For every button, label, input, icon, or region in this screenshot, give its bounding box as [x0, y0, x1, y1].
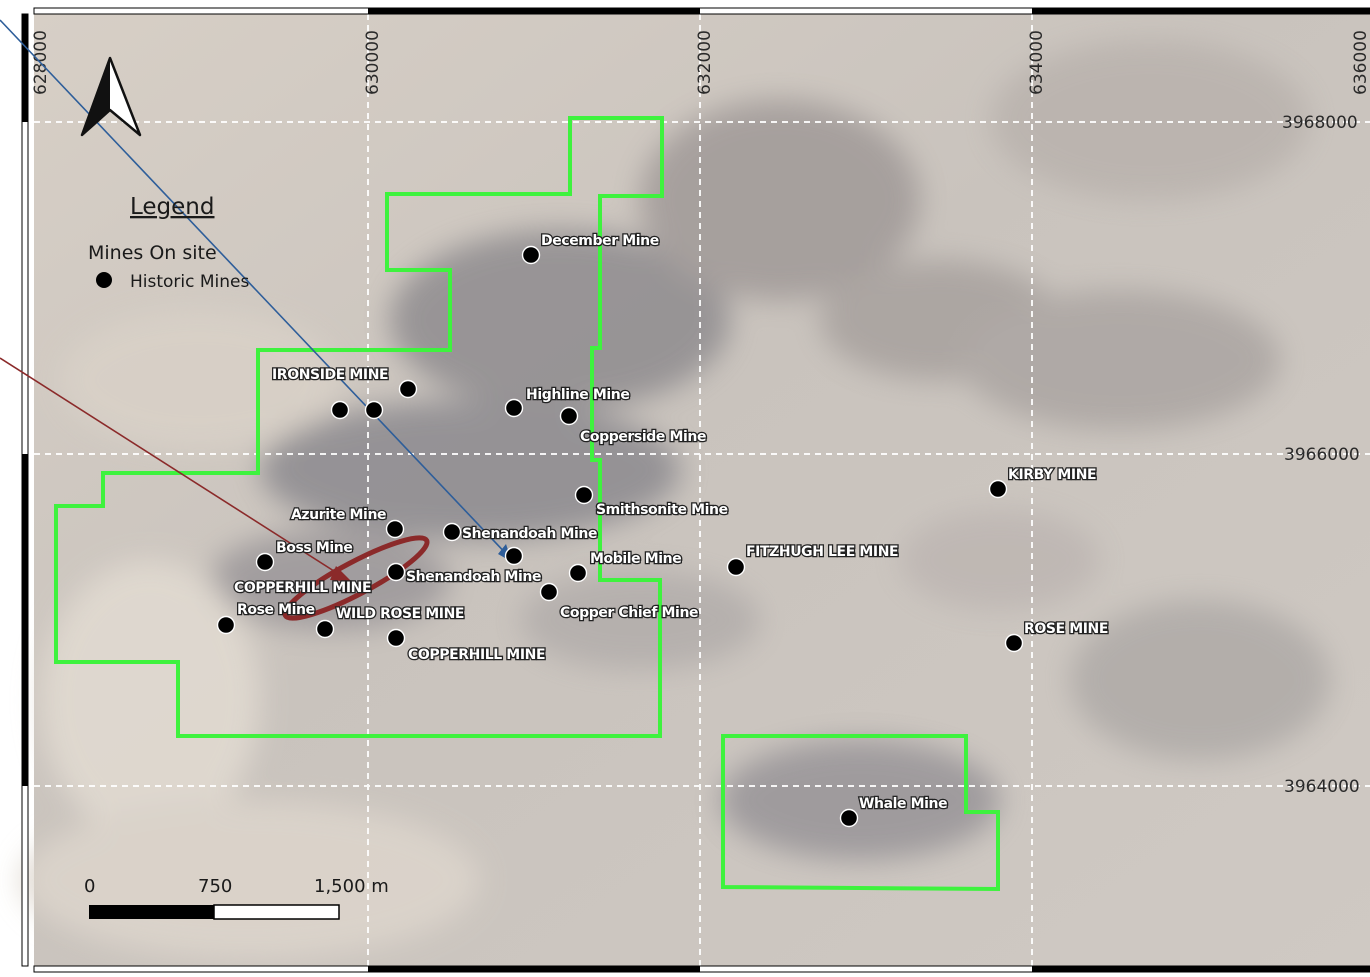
legend-mine-symbol	[96, 272, 112, 288]
mine-marker	[839, 808, 859, 828]
mine-marker	[559, 406, 579, 426]
mine-label: Highline Mine	[526, 387, 629, 403]
terrain-imagery	[20, 14, 1370, 966]
mine-label: COPPERHILL MINE	[408, 647, 545, 663]
scale-bar: 0 750 1,500 m	[84, 876, 389, 920]
map-frame	[21, 7, 1370, 973]
scale-label-end: 1,500 m	[314, 876, 389, 897]
mine-label: Rose Mine	[237, 602, 315, 618]
easting-label: 634000	[1027, 30, 1047, 95]
mine-label: Mobile Mine	[590, 551, 681, 567]
mine-marker	[255, 552, 275, 572]
north-arrow-icon	[80, 56, 142, 137]
legend: Legend Mines On site Historic Mines	[88, 194, 250, 292]
northing-labels: 3968000 3966000 3964000	[1282, 113, 1360, 797]
red-arrowhead	[330, 566, 352, 582]
legend-item-label: Historic Mines	[130, 272, 250, 292]
easting-label: 632000	[695, 30, 715, 95]
claim-boundary-main	[54, 116, 664, 738]
mine-marker	[539, 582, 559, 602]
scale-label-mid: 750	[198, 876, 232, 897]
mine-label: KIRBY MINE	[1008, 467, 1096, 483]
mine-label: Whale Mine	[859, 796, 947, 812]
mine-label: COPPERHILL MINE	[234, 580, 371, 596]
easting-label: 636000	[1351, 30, 1370, 95]
mine-label: Azurite Mine	[291, 507, 386, 523]
mine-marker	[385, 519, 405, 539]
legend-group-label: Mines On site	[88, 242, 217, 264]
legend-title: Legend	[130, 194, 215, 220]
mine-marker	[568, 563, 588, 583]
mine-marker	[364, 400, 384, 420]
northing-label: 3966000	[1284, 445, 1360, 465]
mine-marker	[988, 479, 1008, 499]
blue-leader-line	[0, 19, 513, 561]
mine-marker	[330, 400, 350, 420]
mine-label: WILD ROSE MINE	[336, 606, 464, 622]
mine-label: FITZHUGH LEE MINE	[746, 544, 898, 560]
mine-marker	[726, 557, 746, 577]
mine-label: Boss Mine	[276, 540, 352, 556]
mine-marker	[521, 245, 541, 265]
mine-marker	[216, 615, 236, 635]
claim-boundaries	[54, 116, 1000, 892]
mine-label: Shenandoah Mine	[406, 569, 541, 585]
claim-boundary-whale	[721, 734, 1000, 892]
mine-marker	[442, 522, 462, 542]
mine-label: ROSE MINE	[1024, 621, 1108, 637]
easting-labels: 628000 630000 632000 634000 636000	[31, 30, 1370, 95]
scale-label-zero: 0	[84, 876, 95, 897]
mine-marker	[504, 546, 524, 566]
mine-marker	[315, 619, 335, 639]
mine-marker	[398, 379, 418, 399]
mine-label: December Mine	[541, 233, 659, 249]
mine-marker	[386, 562, 406, 582]
highlight-ellipse	[282, 535, 430, 621]
mine-marker	[1004, 633, 1024, 653]
mine-label: Shenandoah Mine	[462, 526, 597, 542]
northing-label: 3968000	[1282, 113, 1358, 133]
mine-label: Copperside Mine	[580, 429, 706, 445]
mine-marker	[386, 628, 406, 648]
mine-marker	[504, 398, 524, 418]
mine-label: Copper Chief Mine	[560, 605, 698, 621]
mine-marker	[574, 485, 594, 505]
easting-label: 630000	[363, 30, 383, 95]
northing-label: 3964000	[1284, 777, 1360, 797]
mine-label: Smithsonite Mine	[596, 502, 728, 518]
red-leader-line	[0, 357, 349, 581]
mine-label: IRONSIDE MINE	[272, 367, 388, 383]
